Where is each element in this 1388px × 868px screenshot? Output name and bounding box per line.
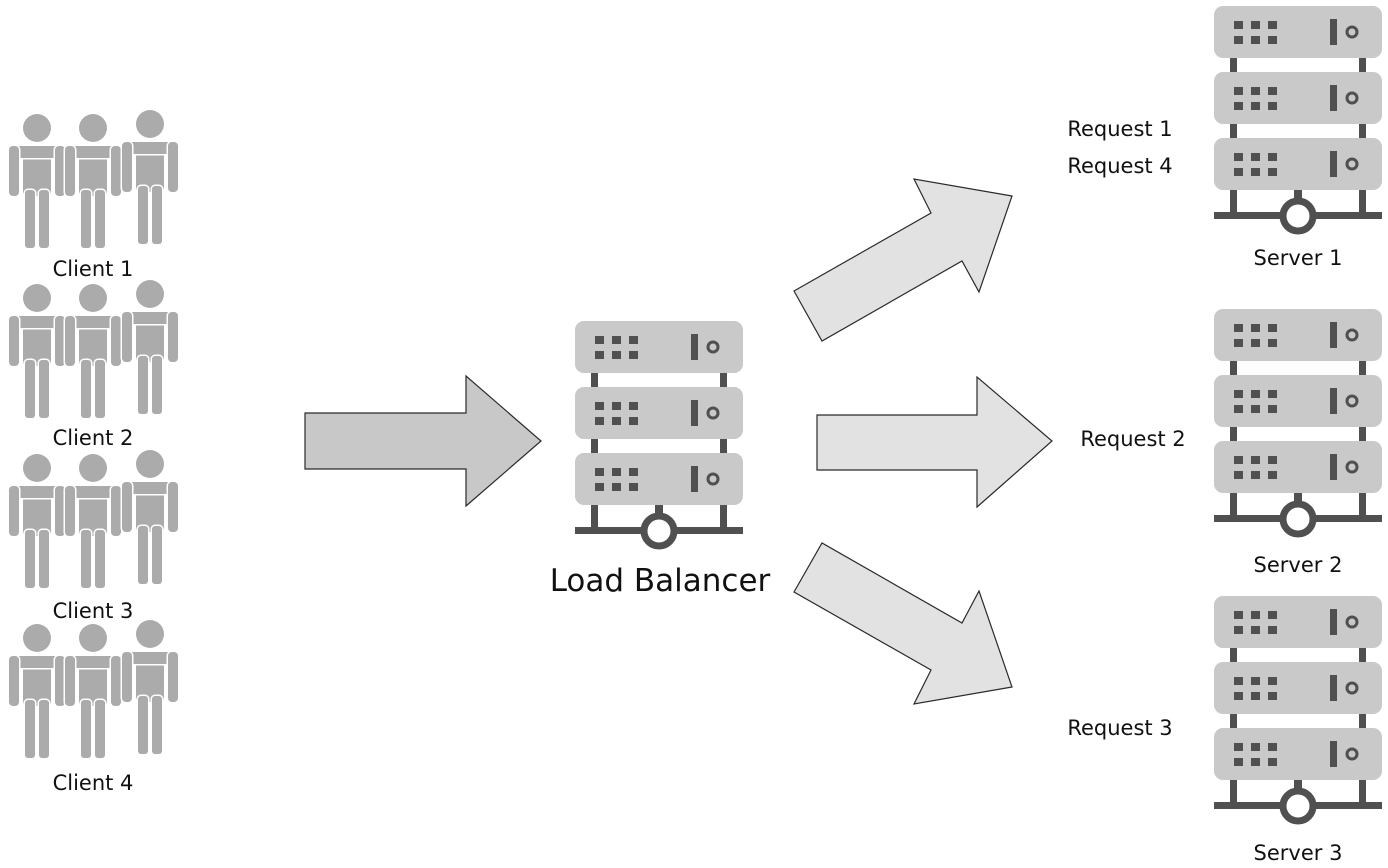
- server-label: Server 2: [1254, 553, 1343, 577]
- client-label: Client 3: [53, 599, 134, 623]
- server-2: Server 2 Request 2: [1080, 309, 1382, 577]
- arrow-to-server-2: [816, 375, 1053, 509]
- server-label: Server 3: [1254, 841, 1343, 865]
- server-label: Server 1: [1254, 246, 1343, 270]
- arrow-to-server-1: [793, 178, 1013, 342]
- client-group-2: Client 2: [7, 278, 180, 450]
- arrow-clients-to-balancer: [304, 374, 542, 508]
- client-label: Client 2: [53, 426, 134, 450]
- server-1-icon: [1214, 6, 1382, 231]
- client-4-icon: [7, 618, 180, 760]
- client-group-1: Client 1: [7, 108, 180, 281]
- arrow-to-server-3: [793, 542, 1013, 705]
- request-label: Request 3: [1067, 716, 1172, 740]
- client-1-icon: [7, 108, 180, 250]
- load-balancer-label: Load Balancer: [550, 563, 771, 599]
- client-group-4: Client 4: [7, 618, 180, 795]
- load-balancer: Load Balancer: [550, 321, 771, 599]
- client-2-icon: [7, 278, 180, 420]
- client-group-3: Client 3: [7, 448, 180, 623]
- load-balancer-server-icon: [575, 321, 743, 546]
- client-3-icon: [7, 448, 180, 590]
- request-label: Request 2: [1080, 427, 1185, 451]
- client-label: Client 4: [53, 771, 134, 795]
- server-3-icon: [1214, 596, 1382, 821]
- request-label: Request 4: [1067, 154, 1172, 178]
- client-groups: Client 1 Client 2 Client 3 Client 4: [7, 108, 180, 795]
- server-3: Server 3 Request 3: [1067, 596, 1382, 865]
- server-1: Server 1 Request 1 Request 4: [1067, 6, 1382, 270]
- client-label: Client 1: [53, 257, 134, 281]
- request-label: Request 1: [1067, 117, 1172, 141]
- server-2-icon: [1214, 309, 1382, 534]
